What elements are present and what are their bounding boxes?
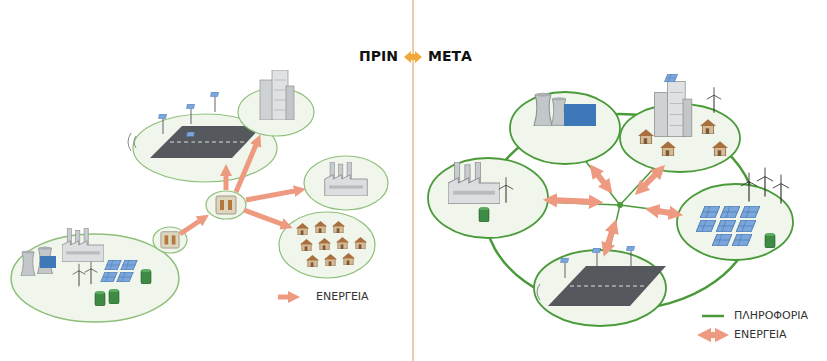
before-illustration xyxy=(11,70,388,322)
legend-text: ΕΝΕΡΓΕΙΑ xyxy=(734,328,787,341)
before-heading: ΠΡΙΝ xyxy=(359,48,398,65)
legend-text: ΠΛΗΡΟΦΟΡΙΑ xyxy=(734,309,808,322)
legend-text: ΕΝΕΡΓΕΙΑ xyxy=(316,290,369,303)
after-illustration xyxy=(428,74,793,335)
after-heading: ΜΕΤΑ xyxy=(428,48,472,65)
